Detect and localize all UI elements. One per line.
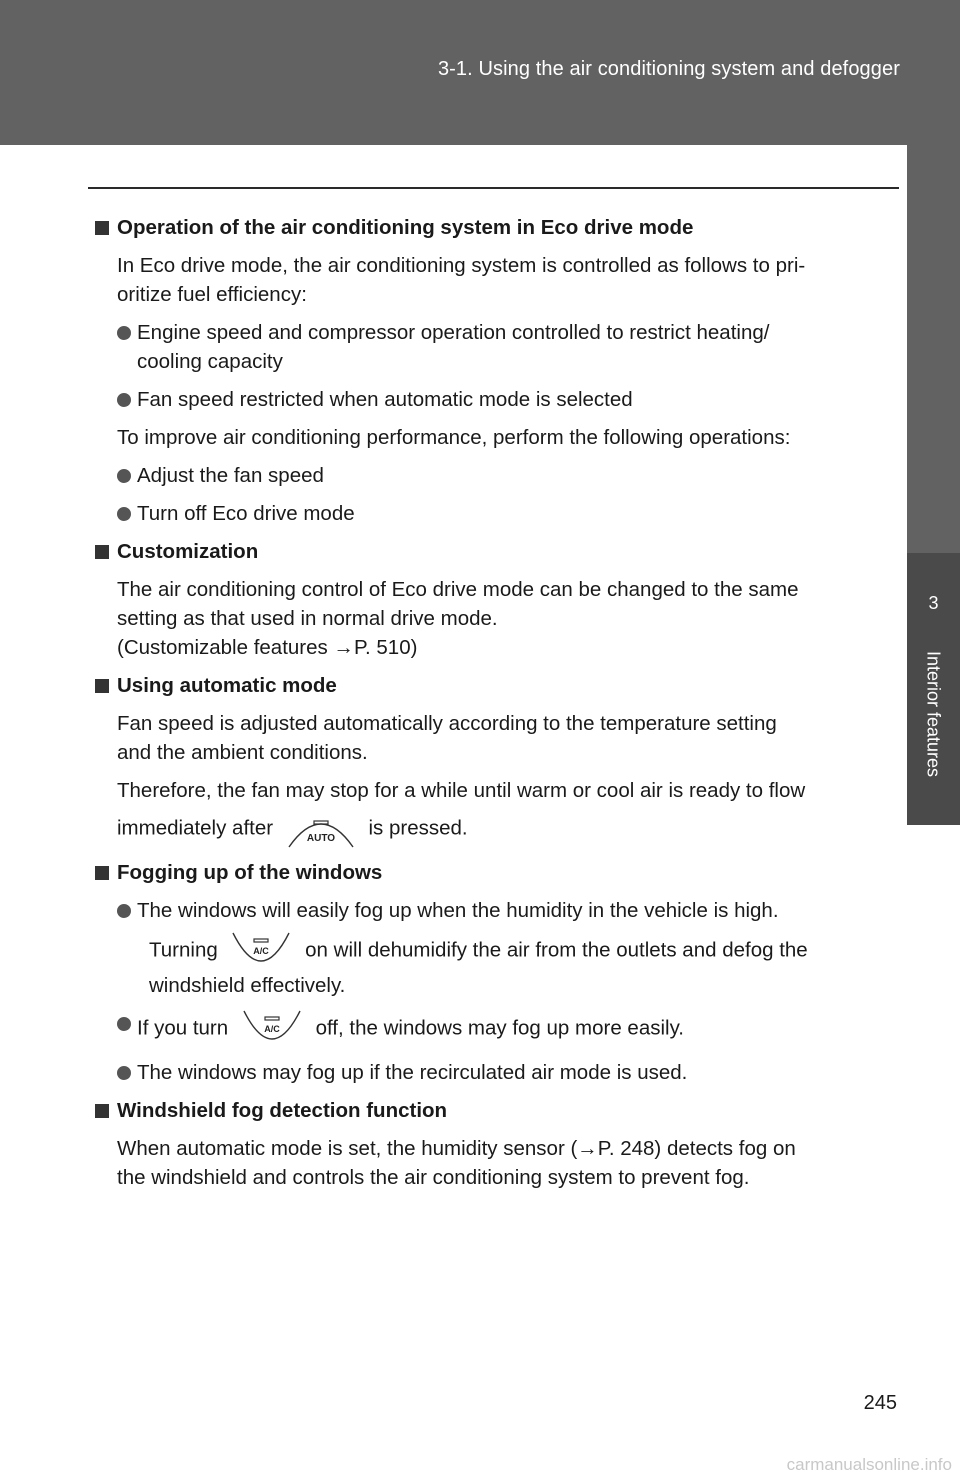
round-bullet-icon xyxy=(117,1017,131,1031)
text-line: Fan speed is adjusted automatically acco… xyxy=(117,712,777,735)
fog-bullet-recirculated: The windows may fog up if the recirculat… xyxy=(95,1058,890,1087)
text-fragment: is pressed. xyxy=(368,816,468,840)
page-content: Operation of the air conditioning system… xyxy=(95,213,890,1201)
ac-button-icon: A/C xyxy=(229,931,293,971)
auto-text: Fan speed is adjusted automatically acco… xyxy=(95,709,890,767)
text-line: and the ambient conditions. xyxy=(117,741,368,764)
heading-customization: Customization xyxy=(95,537,890,566)
ac-button-label: A/C xyxy=(264,1024,280,1034)
text-fragment: Turning xyxy=(149,938,218,962)
header-rule xyxy=(88,187,899,189)
side-tab-strip xyxy=(907,145,960,553)
text-fragment: If you turn xyxy=(137,1016,229,1040)
fog-ac-line: Turning A/C on will dehumidify the air f… xyxy=(137,931,890,971)
round-bullet-icon xyxy=(117,326,131,340)
text-line: In Eco drive mode, the air conditioning … xyxy=(117,254,806,277)
heading-windshield-fog: Windshield fog detection function xyxy=(95,1096,890,1125)
auto-button-icon: AUTO xyxy=(285,809,357,849)
heading-fogging: Fogging up of the windows xyxy=(95,858,890,887)
fog-bullet-humidity: The windows will easily fog up when the … xyxy=(95,896,890,1000)
text-line: Fan speed restricted when automatic mode… xyxy=(137,388,633,411)
eco-bullet-fan: Fan speed restricted when automatic mode… xyxy=(95,385,890,414)
round-bullet-icon xyxy=(117,469,131,483)
square-bullet-icon xyxy=(95,1104,109,1118)
heading-text: Fogging up of the windows xyxy=(117,861,383,884)
text-fragment: immediately after xyxy=(117,816,274,840)
round-bullet-icon xyxy=(117,1066,131,1080)
text-line: (Customizable features →P. 510) xyxy=(117,636,418,659)
heading-text: Using automatic mode xyxy=(117,674,337,697)
text-line: The windows will easily fog up when the … xyxy=(137,899,779,922)
text-line: Adjust the fan speed xyxy=(137,464,324,487)
ac-button-label: A/C xyxy=(254,946,270,956)
chapter-number: 3 xyxy=(928,593,939,613)
text-line: When automatic mode is set, the humidity… xyxy=(117,1137,796,1160)
heading-text: Customization xyxy=(117,540,259,563)
chapter-tab: 3 Interior features xyxy=(907,553,960,825)
eco-bullet-adjust: Adjust the fan speed xyxy=(95,461,890,490)
square-bullet-icon xyxy=(95,866,109,880)
square-bullet-icon xyxy=(95,545,109,559)
text-line: oritize fuel efficiency: xyxy=(117,283,307,306)
round-bullet-icon xyxy=(117,393,131,407)
heading-automatic-mode: Using automatic mode xyxy=(95,671,890,700)
auto-button-line: immediately after AUTO is pressed. xyxy=(117,809,890,849)
square-bullet-icon xyxy=(95,221,109,235)
round-bullet-icon xyxy=(117,507,131,521)
eco-intro: In Eco drive mode, the air conditioning … xyxy=(95,251,890,309)
chapter-label: Interior features xyxy=(923,650,944,778)
eco-bullet-turnoff: Turn off Eco drive mode xyxy=(95,499,890,528)
windshield-text: When automatic mode is set, the humidity… xyxy=(95,1134,890,1192)
text-fragment: off, the windows may fog up more easily. xyxy=(315,1016,684,1040)
page-header-band: 3-1. Using the air conditioning system a… xyxy=(0,0,960,145)
text-fragment: on will dehumidify the air from the outl… xyxy=(305,938,808,962)
text-line: cooling capacity xyxy=(137,350,283,373)
text-line: setting as that used in normal drive mod… xyxy=(117,607,498,630)
text-line: Turn off Eco drive mode xyxy=(137,502,355,525)
heading-eco-drive: Operation of the air conditioning system… xyxy=(95,213,890,242)
heading-text: Operation of the air conditioning system… xyxy=(117,216,694,239)
text-line: Therefore, the fan may stop for a while … xyxy=(117,779,806,802)
round-bullet-icon xyxy=(117,904,131,918)
text-line: the windshield and controls the air cond… xyxy=(117,1166,750,1189)
customization-text: The air conditioning control of Eco driv… xyxy=(95,575,890,662)
text-line: windshield effectively. xyxy=(149,974,346,997)
text-line: The windows may fog up if the recirculat… xyxy=(137,1061,688,1084)
text-line: Engine speed and compressor operation co… xyxy=(137,321,770,344)
eco-improve: To improve air conditioning performance,… xyxy=(117,426,791,449)
ac-button-icon: A/C xyxy=(240,1009,304,1049)
fog-bullet-turnoff: If you turn A/C off, the windows may fog… xyxy=(95,1009,890,1049)
text-line: The air conditioning control of Eco driv… xyxy=(117,578,799,601)
eco-bullet-engine: Engine speed and compressor operation co… xyxy=(95,318,890,376)
square-bullet-icon xyxy=(95,679,109,693)
page-number: 245 xyxy=(863,1392,897,1414)
heading-text: Windshield fog detection function xyxy=(117,1099,448,1122)
auto-button-label: AUTO xyxy=(307,833,335,844)
watermark: carmanualsonline.info xyxy=(786,1455,952,1474)
section-title: 3-1. Using the air conditioning system a… xyxy=(437,58,900,80)
auto-therefore: Therefore, the fan may stop for a while … xyxy=(95,776,890,849)
